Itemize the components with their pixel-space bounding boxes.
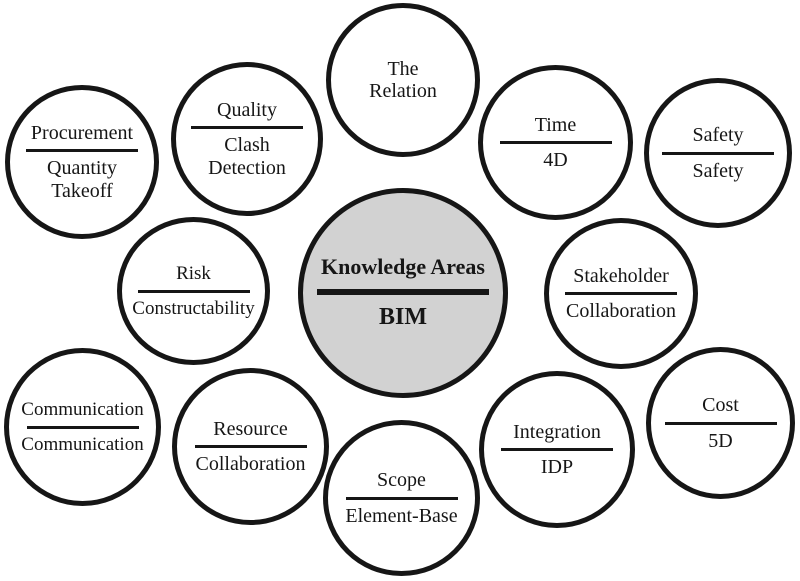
- node-scope-bottom-label: Element-Base: [345, 504, 458, 527]
- node-safety-safety: Safety Safety: [644, 78, 792, 228]
- divider-line: [137, 289, 250, 293]
- node-knowledge-areas-bim-bottom-label: BIM: [379, 303, 427, 330]
- node-quality-bottom-label: Clash Detection: [208, 134, 286, 179]
- node-scope-top-label: Scope: [377, 469, 426, 492]
- node-risk-bottom-label: Constructability: [132, 297, 255, 319]
- node-the-relation: The Relation: [326, 3, 480, 157]
- node-cost-bottom-label: 5D: [708, 429, 733, 452]
- divider-line: [345, 496, 458, 500]
- node-integration-bottom-label: IDP: [540, 456, 574, 478]
- node-communication-bottom-label: Communication: [21, 433, 144, 455]
- divider-line: [26, 425, 139, 429]
- node-time-4d: Time 4D: [478, 65, 633, 220]
- node-the-relation-label: The Relation: [369, 57, 437, 102]
- node-cost-5d: Cost 5D: [646, 347, 795, 499]
- node-risk-constructability: Risk Constructability: [117, 217, 270, 365]
- divider-line: [317, 288, 489, 295]
- node-cost-top-label: Cost: [702, 394, 739, 417]
- node-resource-bottom-label: Collaboration: [195, 453, 306, 475]
- divider-line: [664, 421, 777, 425]
- divider-line: [662, 151, 774, 155]
- node-stakeholder-bottom-label: Collaboration: [566, 300, 676, 322]
- node-communication-communication: Communication Communication: [4, 348, 161, 506]
- divider-line: [499, 141, 612, 144]
- node-quality-top-label: Quality: [217, 98, 277, 121]
- node-resource-top-label: Resource: [213, 417, 288, 440]
- divider-line: [191, 126, 303, 130]
- divider-line: [194, 445, 307, 448]
- node-scope-element-base: Scope Element-Base: [323, 420, 480, 576]
- node-procurement-top-label: Procurement: [30, 121, 134, 144]
- node-procurement-quantity-takeoff: Procurement Quantity Takeoff: [5, 85, 159, 239]
- node-integration-top-label: Integration: [513, 420, 601, 443]
- node-stakeholder-top-label: Stakeholder: [573, 264, 669, 287]
- node-stakeholder-collaboration: Stakeholder Collaboration: [544, 218, 698, 369]
- node-safety-top-label: Safety: [692, 124, 744, 147]
- node-risk-top-label: Risk: [176, 263, 211, 285]
- divider-line: [565, 292, 677, 295]
- node-quality-clash-detection: Quality Clash Detection: [171, 62, 323, 216]
- node-resource-collaboration: Resource Collaboration: [172, 368, 329, 525]
- node-safety-bottom-label: Safety: [692, 159, 744, 182]
- node-time-bottom-label: 4D: [543, 149, 568, 171]
- divider-line: [26, 149, 138, 153]
- divider-line: [501, 448, 613, 451]
- node-knowledge-areas-bim-top-label: Knowledge Areas: [321, 254, 485, 280]
- node-knowledge-areas-bim: Knowledge Areas BIM: [298, 188, 508, 398]
- node-time-top-label: Time: [534, 113, 577, 136]
- node-procurement-bottom-label: Quantity Takeoff: [47, 157, 117, 202]
- node-communication-top-label: Communication: [21, 399, 144, 421]
- node-integration-idp: Integration IDP: [479, 371, 635, 528]
